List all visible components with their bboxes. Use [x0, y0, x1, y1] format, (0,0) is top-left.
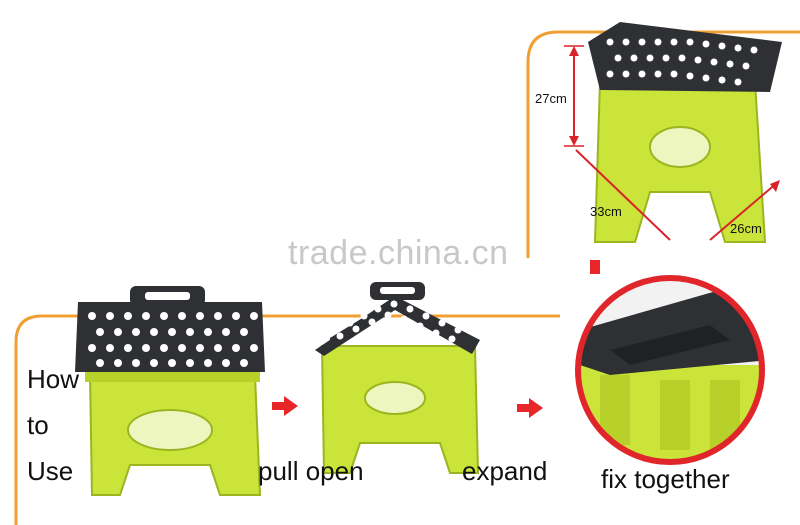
arrow-right-icon	[272, 396, 298, 416]
step-fix-together-label: fix together	[601, 464, 730, 494]
stool-assembled-image	[564, 22, 782, 243]
stool-folded-image	[75, 286, 265, 496]
step-expand-label: expand	[462, 456, 548, 486]
use-label: Use	[27, 456, 74, 486]
watermark-text: trade.china.cn	[288, 234, 509, 272]
how-label: How	[27, 364, 80, 394]
stool-expanding-image	[315, 282, 480, 474]
arrow-right-icon	[517, 398, 543, 418]
width-dimension-label: 26cm	[730, 221, 762, 236]
height-dimension-label: 27cm	[535, 91, 567, 106]
stool-zoom-detail-image	[575, 275, 765, 465]
step-pull-open-label: pull open	[258, 456, 364, 486]
red-marker	[590, 260, 600, 274]
length-dimension-label: 33cm	[590, 204, 622, 219]
to-label: to	[27, 410, 49, 440]
